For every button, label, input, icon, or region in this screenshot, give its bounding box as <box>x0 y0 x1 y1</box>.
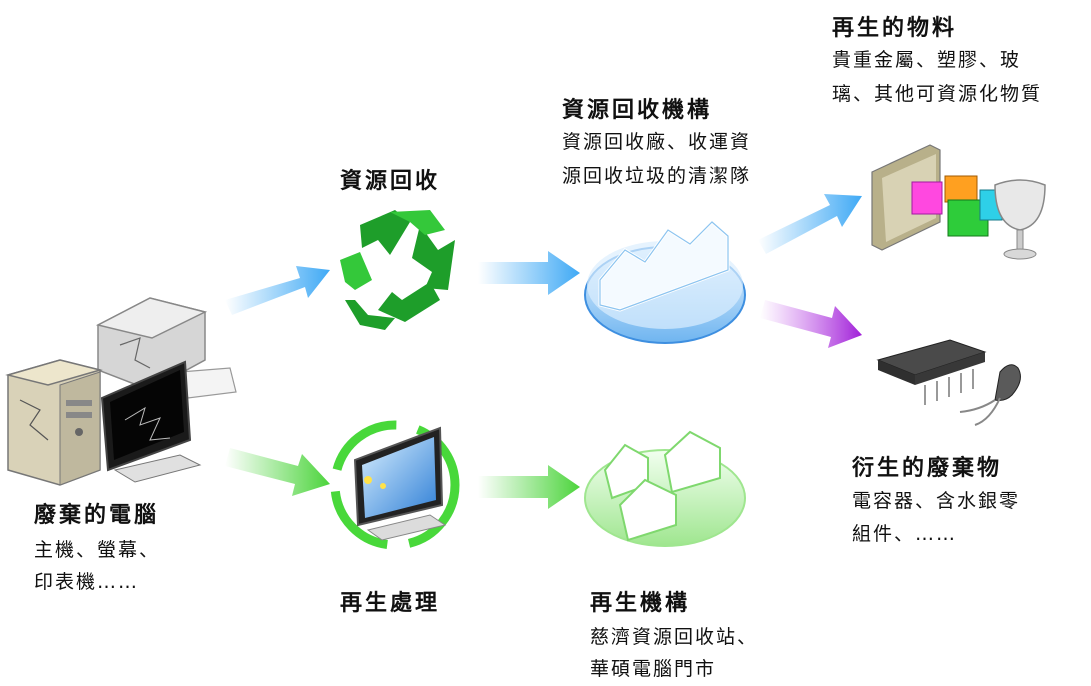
chip-icon <box>876 339 1021 426</box>
arrow-recycle-to-org <box>478 251 580 295</box>
recycle-title: 資源回收 <box>340 169 441 194</box>
refurbish-org-desc-line-1: 慈濟資源回收站、 <box>590 626 759 648</box>
factory-icon <box>584 219 746 344</box>
refurbish-org-title: 再生機構 <box>590 591 691 616</box>
waste-title: 衍生的廢棄物 <box>852 456 1003 481</box>
materials-desc-line-2: 璃、其他可資源化物質 <box>832 83 1043 105</box>
refurbish-title: 再生處理 <box>340 591 441 616</box>
arrow-org-to-materials <box>758 194 862 254</box>
computer-desc-line-1: 主機、螢幕、 <box>34 539 161 561</box>
materials-desc-line-1: 貴重金屬、塑膠、玻 <box>832 49 1022 71</box>
arrow-org-to-waste <box>760 300 862 348</box>
arrow-computer-to-refurbish <box>225 448 330 496</box>
refurbish-org-desc-line-2: 華碩電腦門市 <box>590 658 717 680</box>
recycle-icon <box>340 210 455 330</box>
recycle-org-desc-line-2: 源回收垃圾的清潔隊 <box>562 165 752 187</box>
computer-desc-line-2: 印表機…… <box>34 571 140 593</box>
waste-desc-line-1: 電容器、含水銀零 <box>852 490 1021 512</box>
recycle-org-desc-line-1: 資源回收廠、收運資 <box>562 131 752 153</box>
waste-desc-line-2: 組件、…… <box>852 523 958 545</box>
houses-icon <box>584 430 746 547</box>
materials-icon <box>871 144 1046 260</box>
refurbish-monitor-icon <box>330 420 460 550</box>
recycle-org-title: 資源回收機構 <box>562 98 713 123</box>
computer-title: 廢棄的電腦 <box>34 503 160 528</box>
arrow-computer-to-recycle <box>225 266 330 315</box>
computer-icon <box>5 297 237 486</box>
materials-title: 再生的物料 <box>832 16 958 41</box>
arrow-refurbish-to-org <box>478 465 580 509</box>
